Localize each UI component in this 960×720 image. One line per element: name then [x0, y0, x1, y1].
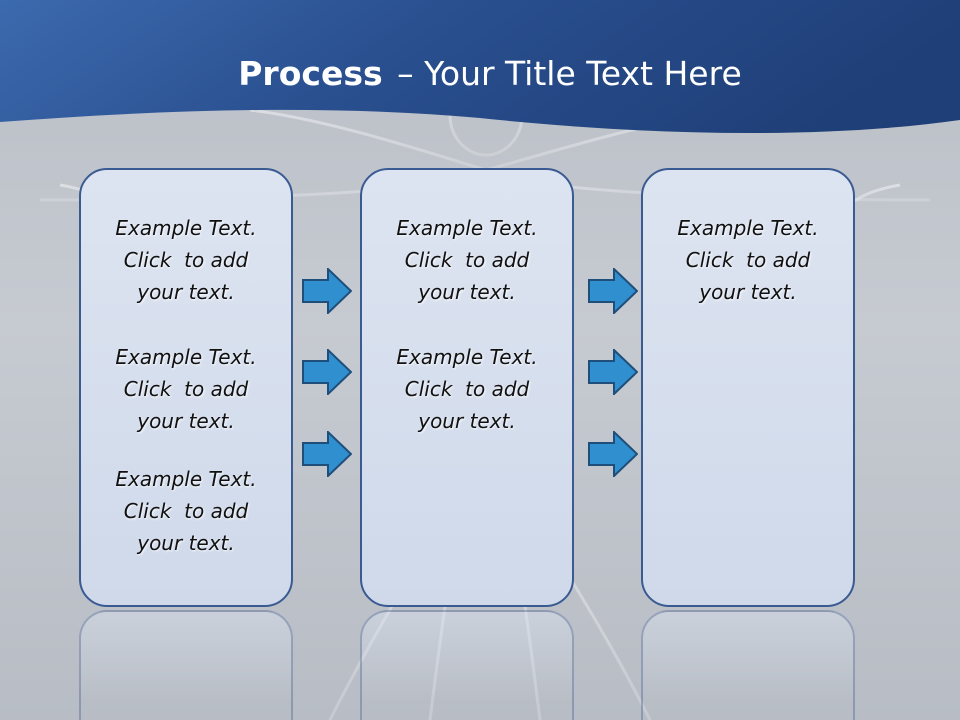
- text-line: Example Text.: [677, 216, 819, 240]
- title-bold-word: Process: [238, 54, 383, 93]
- right-arrow-icon: [302, 431, 352, 477]
- text-line: Example Text.: [115, 467, 257, 491]
- text-line: Click to add: [123, 248, 249, 272]
- panel-2-reflection: [360, 610, 574, 720]
- text-line: your text.: [137, 409, 235, 433]
- text-line: Example Text.: [115, 216, 257, 240]
- text-line: Example Text.: [396, 216, 538, 240]
- text-line: Click to add: [685, 248, 811, 272]
- panel-1-reflection: [79, 610, 293, 720]
- text-line: Example Text.: [396, 345, 538, 369]
- process-panel-3[interactable]: Example Text. Click to add your text.: [641, 168, 855, 607]
- panel-2-text-block-1[interactable]: Example Text. Click to add your text.: [362, 212, 572, 308]
- text-line: your text.: [699, 280, 797, 304]
- process-panel-1[interactable]: Example Text. Click to add your text. Ex…: [79, 168, 293, 607]
- right-arrow-icon: [302, 268, 352, 314]
- text-line: your text.: [137, 531, 235, 555]
- right-arrow-icon: [302, 349, 352, 395]
- slide-title[interactable]: Process – Your Title Text Here: [0, 52, 960, 96]
- right-arrow-icon: [588, 268, 638, 314]
- panel-2-text-block-2[interactable]: Example Text. Click to add your text.: [362, 341, 572, 437]
- text-line: Example Text.: [115, 345, 257, 369]
- right-arrow-icon: [588, 431, 638, 477]
- title-banner: [0, 0, 960, 133]
- text-line: Click to add: [123, 377, 249, 401]
- process-panel-2[interactable]: Example Text. Click to add your text. Ex…: [360, 168, 574, 607]
- title-rest-text: – Your Title Text Here: [397, 54, 742, 93]
- text-line: your text.: [137, 280, 235, 304]
- text-line: your text.: [418, 280, 516, 304]
- right-arrow-icon: [588, 349, 638, 395]
- panel-1-text-block-3[interactable]: Example Text. Click to add your text.: [81, 463, 291, 559]
- text-line: Click to add: [404, 377, 530, 401]
- panel-1-text-block-1[interactable]: Example Text. Click to add your text.: [81, 212, 291, 308]
- text-line: Click to add: [404, 248, 530, 272]
- panel-3-text-block-1[interactable]: Example Text. Click to add your text.: [643, 212, 853, 308]
- panel-1-text-block-2[interactable]: Example Text. Click to add your text.: [81, 341, 291, 437]
- text-line: your text.: [418, 409, 516, 433]
- panel-3-reflection: [641, 610, 855, 720]
- text-line: Click to add: [123, 499, 249, 523]
